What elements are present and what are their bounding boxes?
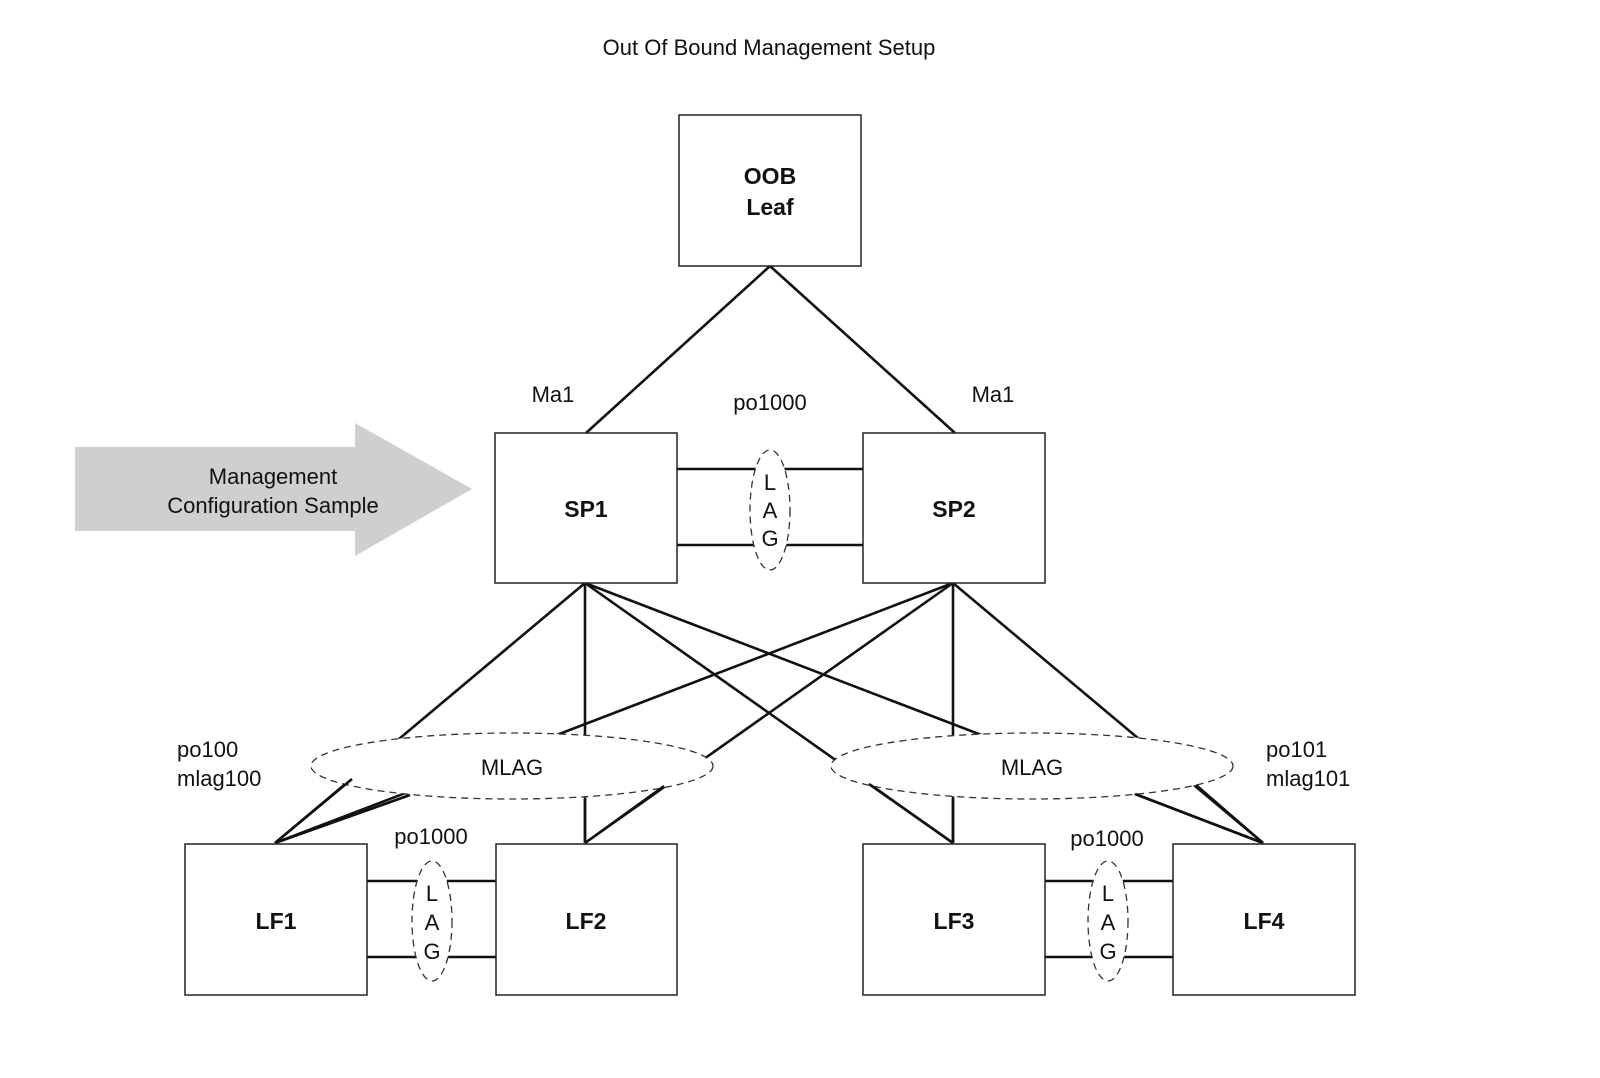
lag-letter: L	[1102, 881, 1114, 906]
node-lf2[interactable]: LF2	[495, 843, 678, 996]
node-box[interactable]	[494, 432, 678, 584]
node-box[interactable]	[862, 843, 1046, 996]
link-seg	[868, 782, 954, 845]
fabric-links	[274, 581, 1264, 845]
lag-letter: G	[761, 526, 778, 551]
leaf12-lag: L A G	[367, 860, 496, 982]
lag-letter: A	[425, 910, 440, 935]
mgmt-link-sp1	[585, 265, 771, 434]
node-lf4[interactable]: LF4	[1172, 843, 1356, 996]
callout-text: Configuration Sample	[167, 493, 379, 518]
lag-letter: A	[1101, 910, 1116, 935]
node-label: SP2	[932, 496, 975, 522]
node-lf3[interactable]: LF3	[862, 843, 1046, 996]
node-label: SP1	[564, 496, 608, 522]
lag-letter: L	[426, 881, 438, 906]
sp2-mgmt-label: Ma1	[972, 382, 1015, 407]
node-label: LF2	[566, 908, 607, 934]
mlag-group-left: MLAG	[310, 732, 714, 800]
fabric-links-lower	[274, 778, 1264, 845]
lag-ellipse	[1087, 860, 1129, 982]
lag-letter: A	[763, 498, 778, 523]
leaf34-lag: L A G	[1045, 860, 1173, 982]
mlag-right-mlag-label: mlag101	[1266, 766, 1350, 791]
link-seg	[274, 793, 411, 845]
callout-arrow-shape	[75, 423, 472, 556]
link-seg	[584, 784, 665, 845]
node-label: OOB	[744, 163, 796, 189]
mlag-group-right: MLAG	[830, 732, 1234, 800]
lag-letter: L	[764, 470, 776, 495]
mlag-left-po-label: po100	[177, 737, 238, 762]
link-seg	[1134, 792, 1264, 845]
mlag-label-right: MLAG	[1001, 755, 1063, 780]
node-box[interactable]	[184, 843, 368, 996]
node-lf1[interactable]: LF1	[184, 843, 368, 996]
callout-text: Management	[209, 464, 337, 489]
lag-letter: G	[1099, 939, 1116, 964]
node-box[interactable]	[678, 114, 862, 267]
node-box[interactable]	[495, 843, 678, 996]
management-config-callout: Management Configuration Sample	[75, 423, 472, 556]
mgmt-link-sp2	[769, 265, 956, 434]
node-sp1[interactable]: SP1	[494, 432, 678, 584]
node-label: Leaf	[746, 194, 794, 220]
mlag-right-po-label: po101	[1266, 737, 1327, 762]
diagram-title: Out Of Bound Management Setup	[603, 35, 936, 60]
node-sp2[interactable]: SP2	[862, 432, 1046, 584]
sp1-mgmt-label: Ma1	[532, 382, 575, 407]
mlag-label-left: MLAG	[481, 755, 543, 780]
leaf12-peer-link-label: po1000	[394, 824, 467, 849]
link-seg	[1195, 784, 1264, 844]
lag-ellipse	[749, 449, 791, 571]
node-box[interactable]	[862, 432, 1046, 584]
mlag-ellipse-right	[830, 732, 1234, 800]
lag-letter: G	[423, 939, 440, 964]
spine-peer-link-label: po1000	[733, 390, 806, 415]
node-oob-leaf[interactable]: OOB Leaf	[678, 114, 862, 267]
link-seg	[274, 778, 353, 844]
mlag-ellipse-left	[310, 732, 714, 800]
spine-lag: L A G	[677, 449, 863, 571]
node-label: LF3	[934, 908, 975, 934]
node-label: LF4	[1244, 908, 1285, 934]
leaf34-peer-link-label: po1000	[1070, 826, 1143, 851]
node-box[interactable]	[1172, 843, 1356, 996]
lag-ellipse	[411, 860, 453, 982]
node-label: LF1	[256, 908, 297, 934]
mlag-left-mlag-label: mlag100	[177, 766, 261, 791]
link-sp2-lf1	[274, 581, 954, 845]
